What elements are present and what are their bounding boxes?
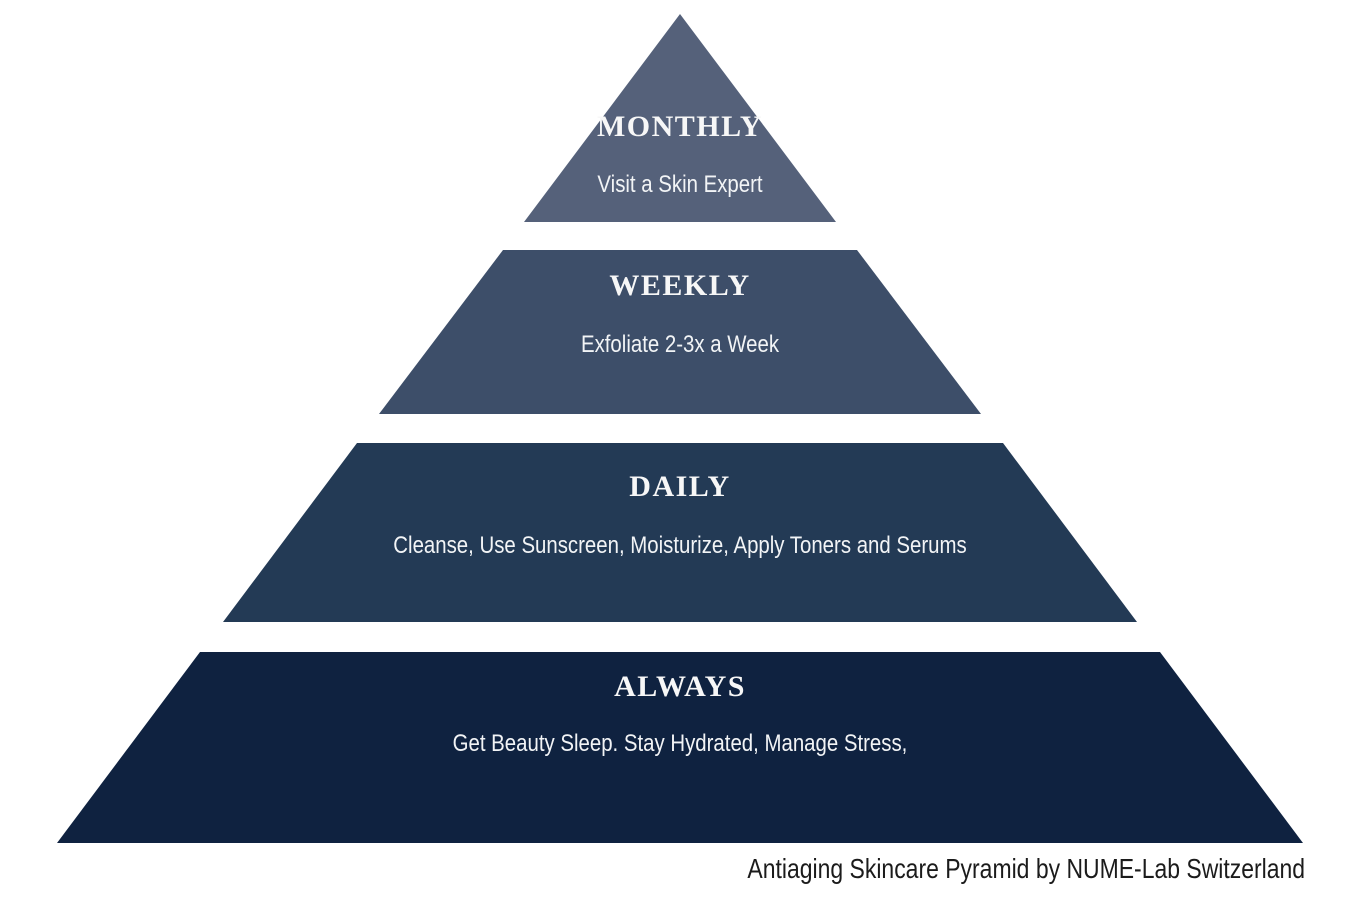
tier-monthly-shape bbox=[524, 14, 836, 222]
tier-weekly-shape bbox=[379, 250, 981, 414]
tier-daily-shape bbox=[223, 443, 1137, 622]
tier-always-shape bbox=[57, 652, 1303, 843]
diagram-caption: Antiaging Skincare Pyramid by NUME-Lab S… bbox=[747, 853, 1305, 884]
